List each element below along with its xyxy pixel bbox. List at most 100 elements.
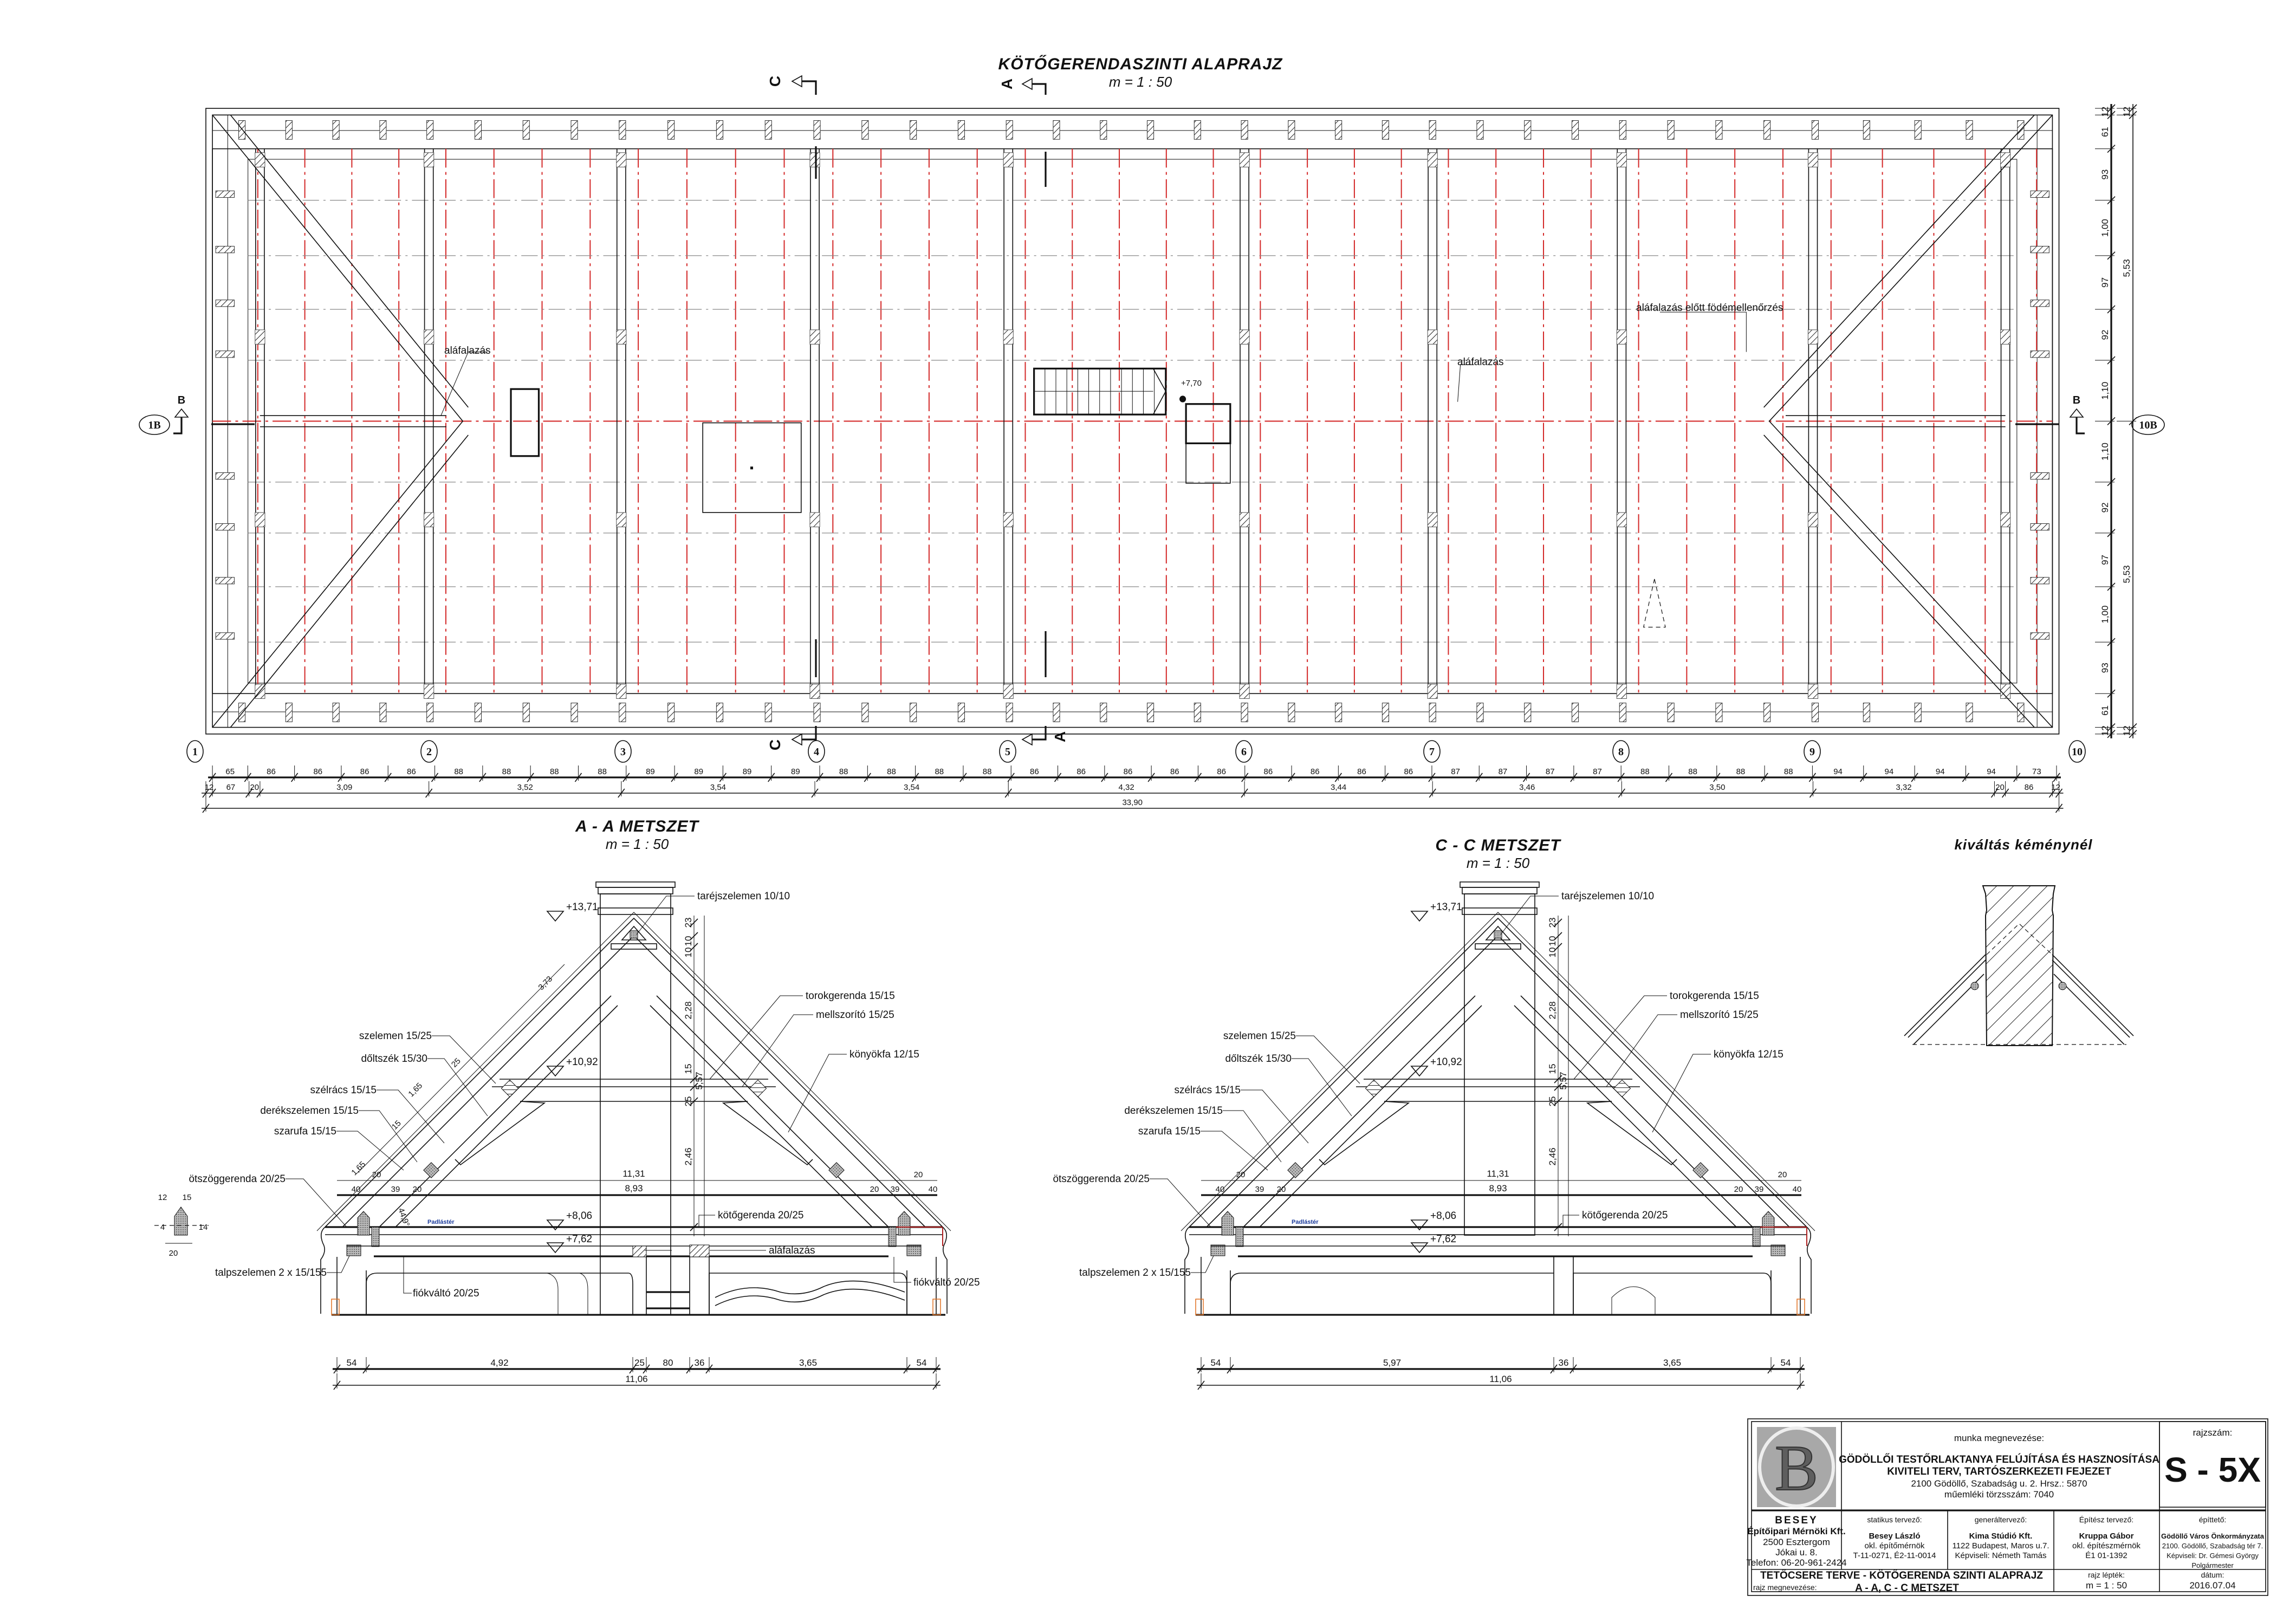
axis-label-10b: 10B [2139,419,2157,431]
level-label: +8,06 [1430,1210,1456,1222]
dim-tick [1554,918,1562,927]
rafter-block [1476,120,1484,140]
post-block [1807,152,1819,167]
section-a-a: A - A METSZET m = 1 : 50 szelemen 15/25d… [154,818,980,1390]
member-label-right: kötőgerenda 20/25 [718,1210,803,1221]
dim-right-row1-label: 97 [2100,277,2110,288]
section-mark-c-bottom: C [767,639,817,750]
dim-row2-label: 20 [1995,783,2005,792]
drawing-title-line1: TETŐCSERE TERVE - KÖTŐGERENDA SZINTI ALA… [1760,1569,2043,1581]
rafter-block [1194,120,1201,140]
rafter-block [957,703,965,722]
eave-dim-label: 20 [413,1185,422,1194]
section-c-c: C - C METSZET m = 1 : 50 szelemen 15/25d… [1053,836,1816,1390]
post-block [1807,329,1819,345]
vertical-dim-label: 2,46 [683,1147,693,1165]
post-block [1616,152,1627,167]
axis-label-7: 7 [1429,746,1435,758]
dim-row2-label: 3,32 [1896,783,1911,792]
rafter-block [1914,120,1922,140]
label-alafalazas: aláfalazás [769,1245,815,1256]
rafter-block [910,120,917,140]
rafter-block [1382,120,1389,140]
span-outer-label: 11,31 [1487,1169,1509,1179]
dim-row2-label: 20 [250,783,259,792]
post-block [809,684,820,699]
dim-right-row2-label: 5,53 [2122,565,2132,583]
project-line3: 2100 Gödöllő, Szabadság u. 2. Hrsz.: 587… [1911,1478,2087,1489]
eave-dim-label: 20 [1236,1170,1246,1179]
dim-tick [690,1082,698,1091]
dim-tick [1554,932,1562,940]
dim-row2-label: 3,46 [1519,783,1535,792]
post-block [616,684,627,699]
rafter-block [215,245,235,254]
rafter-block [957,120,965,140]
bottom-dim-label: 54 [1211,1358,1221,1368]
rafter-block [1429,120,1436,140]
rafter-block [2030,190,2049,198]
rafter-block [215,523,235,531]
slope-dim-line [357,964,565,1173]
date-value: 2016.07.04 [2189,1580,2235,1591]
bottom-dim-label: 54 [1781,1358,1791,1368]
dim-row1-label: 88 [598,767,607,776]
axis-bubble [1423,740,1441,763]
member-label-right: könyökfa 12/15 [1714,1049,1783,1060]
dim-row2-label: 3,52 [517,783,533,792]
post-block [616,152,627,167]
dim-row1-label: 86 [1404,767,1413,776]
rafter-block [861,703,869,722]
section-mark-b-label: B [178,394,185,406]
firm-name: BESEY [1775,1515,1818,1526]
dim-row1-label: 87 [1546,767,1555,776]
dim-right-row1-label: 1,00 [2100,606,2110,624]
scale-label: rajz lépték: [2088,1571,2125,1579]
dim-row1-label: 94 [1936,767,1945,776]
section-cc-scale: m = 1 : 50 [1467,855,1530,871]
post-block [1239,512,1250,528]
dim-tick [690,918,698,927]
post-block [1239,329,1250,345]
axis-bubble [614,740,632,763]
eave-dim-label: 39 [1755,1185,1764,1194]
slope-dim-label: 1,65 [406,1081,424,1099]
dim-row2-label: 3,50 [1709,783,1725,792]
chimney-outline [510,388,540,457]
rafter-block [1006,120,1013,140]
dim-tick [690,943,698,951]
dim-row1-label: 88 [839,767,848,776]
post-block [1807,684,1819,699]
label-alafalazas-left: aláfalazás [444,345,491,356]
dim-row1-label: 86 [1357,767,1366,776]
dim-tick [690,1075,698,1084]
title-block-column-line: 1122 Budapest, Maros u.7. [1952,1541,2049,1550]
span-inner-label: 8,93 [1489,1183,1507,1193]
axis-bubble [1235,740,1253,763]
axis-bubble [1612,740,1630,763]
rafter-block [570,703,578,722]
dim-row2-label: 3,54 [904,783,919,792]
dim-row1-label: 89 [646,767,655,776]
post-block [2000,512,2011,528]
dim-row1-label: 86 [1170,767,1179,776]
member-label-right: kötőgerenda 20/25 [1582,1210,1668,1221]
rafter-block [522,120,530,140]
eave-dim-label: 20 [870,1185,879,1194]
post-block [1807,512,1819,528]
member-label-left: talpszelemen 2 x 15/155 [215,1267,327,1279]
rafter-block [667,703,675,722]
rafter-block [215,472,235,480]
rafter-block [1715,120,1723,140]
dim-tick [1554,943,1562,951]
dim-row1-label: 86 [1311,767,1320,776]
post-block [255,512,265,528]
dim-row1-label: 88 [983,767,992,776]
firm-phone: Telefon: 06-20-961-2424 [1746,1558,1846,1568]
dim-row1-label: 86 [407,767,416,776]
dim-row2-label: 86 [2025,783,2034,792]
rafter-block [379,120,387,140]
slope-dim-label: 1,65 [349,1159,367,1177]
dim-row1-label: 86 [1264,767,1273,776]
rafter-block [1667,120,1675,140]
